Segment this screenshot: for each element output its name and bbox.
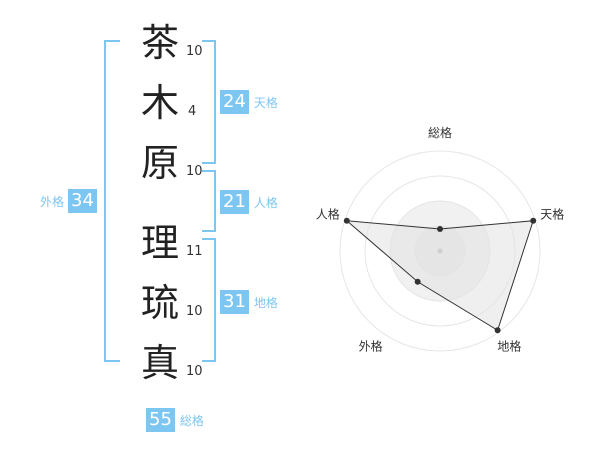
jinkaku-score: 21 人格 <box>220 190 278 214</box>
strokes-1: 10 <box>186 44 203 59</box>
strokes-2: 4 <box>188 104 197 119</box>
char-5: 琉 <box>141 281 180 325</box>
strokes-6: 10 <box>186 364 203 379</box>
radar-label-5: 人格 <box>316 207 340 222</box>
tenkaku-score: 24 天格 <box>220 90 278 114</box>
gaikaku-score: 外格 34 <box>40 189 97 213</box>
char-1: 茶 <box>141 21 180 65</box>
chikaku-label: 地格 <box>253 295 278 310</box>
gaikaku-value: 34 <box>68 189 97 213</box>
soukaku-label: 総格 <box>179 413 204 428</box>
jinkaku-bracket <box>202 170 216 232</box>
char-4: 理 <box>141 221 180 265</box>
gaikaku-bracket <box>104 40 120 362</box>
radar-points <box>343 217 537 334</box>
radar-label-1: 総格 <box>428 125 452 140</box>
soukaku-score: 55 総格 <box>146 408 204 432</box>
radar-point-5 <box>343 217 350 224</box>
radar-polygon <box>345 220 534 332</box>
chikaku-bracket <box>202 238 216 362</box>
gaikaku-label: 外格 <box>40 194 65 209</box>
radar-point-4 <box>414 278 421 285</box>
jinkaku-label: 人格 <box>253 195 278 210</box>
chikaku-score: 31 地格 <box>220 290 278 314</box>
strokes-4: 11 <box>186 244 203 259</box>
char-3: 原 <box>141 141 180 185</box>
char-2: 木 <box>141 81 180 125</box>
char-6: 真 <box>141 341 180 385</box>
radar-point-1 <box>437 226 443 232</box>
radar-label-2: 天格 <box>540 207 564 222</box>
strokes-5: 10 <box>186 304 203 319</box>
radar-label-4: 外格 <box>359 338 383 353</box>
soukaku-value: 55 <box>146 408 175 432</box>
tenkaku-label: 天格 <box>253 95 278 110</box>
tenkaku-bracket <box>202 40 216 164</box>
radar-center-dot <box>437 248 443 254</box>
tenkaku-value: 24 <box>220 90 249 114</box>
jinkaku-value: 21 <box>220 190 249 214</box>
radar-label-3: 地格 <box>497 338 521 353</box>
strokes-3: 10 <box>186 164 203 179</box>
radar-point-3 <box>494 327 501 334</box>
chikaku-value: 31 <box>220 290 249 314</box>
radar-point-2 <box>530 217 537 224</box>
